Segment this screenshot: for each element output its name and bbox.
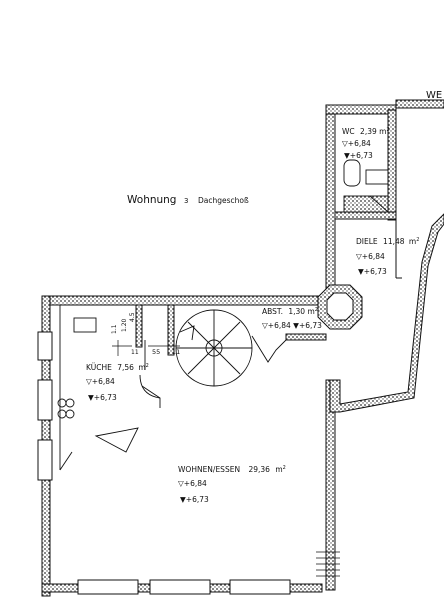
- room-kueche: KÜCHE 7,56 m2 ▽+6,84 ▼+6,73: [86, 363, 149, 402]
- dim-label: 11: [172, 348, 180, 356]
- dim-label: 4.5: [129, 312, 136, 322]
- svg-text:KÜCHE 7,56 m2: KÜCHE 7,56 m2: [86, 363, 149, 372]
- title-main: Wohnung: [127, 194, 176, 206]
- svg-text:WOHNEN/ESSEN 29,36: WOHNEN/ESSEN 29,36 m2: [178, 465, 286, 474]
- wall-wc-right: [387, 109, 397, 221]
- level-mark-up-icon: ▽: [342, 139, 348, 148]
- room-name: WOHNEN/ESSEN: [178, 465, 240, 474]
- toilet-icon: [343, 159, 361, 187]
- room-diele: DIELE 11,48 m2 ▽+6,84 ▼+6,73: [356, 237, 419, 276]
- wc-fittings: [343, 159, 389, 213]
- stairs-bottom-right: [316, 551, 340, 577]
- windows-left: [37, 331, 53, 481]
- level-top: +6,84: [362, 252, 385, 261]
- room-area: 11,48: [383, 237, 405, 246]
- room-name: ABST.: [262, 307, 283, 316]
- room-unit: m: [138, 363, 145, 372]
- level-bottom: +6,73: [186, 495, 209, 504]
- wall-abst-bottom: [285, 333, 327, 341]
- title-number: 3: [184, 197, 188, 205]
- room-name: WC: [342, 127, 355, 136]
- title-floor: Dachgeschoß: [198, 196, 249, 205]
- wall-top-left: [41, 295, 327, 306]
- wall-top-right: [395, 99, 444, 109]
- level-mark-down-icon: ▼: [344, 151, 350, 160]
- wall-wc-bottom: [334, 211, 397, 220]
- level-top: +6,84: [348, 139, 371, 148]
- plan-title: Wohnung 3 Dachgeschoß: [127, 194, 249, 206]
- level-bottom: +6,73: [299, 321, 322, 330]
- svg-text:▽+6,84: ▽+6,84: [178, 479, 207, 488]
- kitchen-fittings: [57, 305, 161, 471]
- svg-text:ABST. 1,30 m2: ABST. 1,30 m2: [262, 307, 318, 316]
- wall-kitchen-inner: [135, 304, 143, 348]
- room-area: 1,30: [288, 307, 305, 316]
- column-inner: [326, 292, 354, 321]
- room-unit: m: [307, 307, 314, 316]
- svg-text:▼+6,73: ▼+6,73: [344, 151, 373, 160]
- stove-burner-icon: [57, 409, 67, 419]
- dimension-lines: [112, 340, 180, 356]
- level-top: +6,84: [184, 479, 207, 488]
- dim-label: 1.1: [111, 324, 118, 334]
- svg-text:▼+6,73: ▼+6,73: [180, 495, 209, 504]
- level-bottom: +6,73: [94, 393, 117, 402]
- level-mark-down-icon: ▼: [88, 393, 94, 402]
- room-name: KÜCHE: [86, 363, 112, 372]
- room-unit-sup: 2: [283, 465, 286, 471]
- room-abst: ABST. 1,30 m2 ▽+6,84 ▼+6,73: [262, 307, 322, 330]
- spiral-stair: [175, 309, 287, 387]
- stove-burner-icon: [57, 398, 67, 408]
- svg-text:▼+6,73: ▼+6,73: [358, 267, 387, 276]
- dim-label: 11: [131, 349, 139, 356]
- basin-icon: [365, 169, 389, 185]
- room-unit-sup: 2: [416, 237, 419, 243]
- room-unit-sup: 2: [386, 127, 389, 133]
- level-mark-up-icon: ▽: [178, 479, 184, 488]
- wall-wc-top: [325, 104, 397, 115]
- svg-text:▽+6,84: ▽+6,84: [86, 377, 115, 386]
- windows-bottom: [77, 579, 291, 595]
- level-top: +6,84: [92, 377, 115, 386]
- dim-label: 55: [152, 348, 160, 356]
- room-wohnen: WOHNEN/ESSEN 29,36 m2 ▽+6,84 ▼+6,73: [178, 465, 286, 504]
- svg-text:▽+6,84: ▽+6,84: [342, 139, 371, 148]
- wall-diele-diagonal: [329, 213, 444, 413]
- room-unit: m: [409, 237, 416, 246]
- sink-icon: [73, 317, 97, 333]
- svg-text:WC 2,39 m2: WC 2,39 m2: [342, 127, 390, 136]
- wall-wc-left: [325, 104, 336, 296]
- diele-walls: [325, 220, 402, 279]
- wall-stair-left: [167, 304, 175, 356]
- stove-burner-icon: [65, 398, 75, 408]
- svg-text:▼+6,73: ▼+6,73: [88, 393, 117, 402]
- level-mark-up-icon: ▽: [86, 377, 92, 386]
- svg-text:DIELE 11,48 m2: DIELE 11,48 m2: [356, 237, 419, 246]
- level-mark-up-icon: ▽: [356, 252, 362, 261]
- stove-burner-icon: [65, 409, 75, 419]
- room-unit: m: [379, 127, 386, 136]
- corner-label: WE: [426, 90, 442, 101]
- dim-label: 1.20: [121, 318, 128, 332]
- svg-text:▽+6,84 ▼+6,73: ▽+6,84 ▼+6,73: [262, 321, 322, 330]
- level-mark-up-icon: ▽: [262, 321, 268, 330]
- level-mark-down-icon: ▼: [293, 321, 299, 330]
- room-area: 2,39: [360, 127, 377, 136]
- room-area: 29,36: [248, 465, 270, 474]
- room-unit-sup: 2: [146, 363, 149, 369]
- level-bottom: +6,73: [364, 267, 387, 276]
- level-mark-down-icon: ▼: [358, 267, 364, 276]
- room-wc: WC 2,39 m2 ▽+6,84 ▼+6,73: [342, 127, 390, 160]
- dimension-labels: 1.1 1.20 4.5 11 55 11: [111, 312, 180, 356]
- room-area: 7,56: [117, 363, 134, 372]
- level-top: +6,84: [268, 321, 291, 330]
- svg-text:▽+6,84: ▽+6,84: [356, 252, 385, 261]
- room-unit-sup: 2: [315, 307, 318, 313]
- room-name: DIELE: [356, 237, 378, 246]
- level-mark-down-icon: ▼: [180, 495, 186, 504]
- level-bottom: +6,73: [350, 151, 373, 160]
- room-unit: m: [275, 465, 282, 474]
